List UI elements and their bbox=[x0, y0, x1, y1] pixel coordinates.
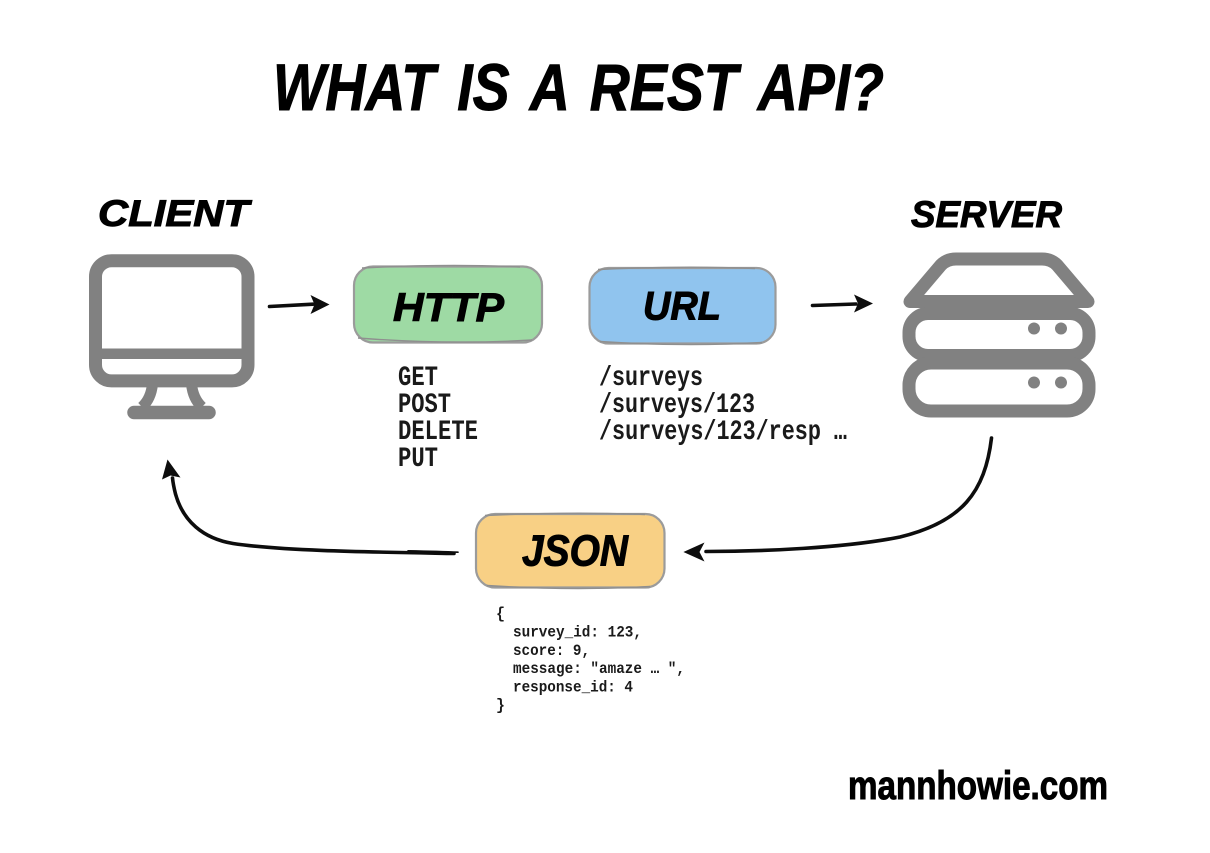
svg-text:HTTP: HTTP bbox=[393, 286, 504, 330]
svg-text:message: "amaze … ",: message: "amaze … ", bbox=[513, 660, 685, 678]
svg-text:JSON: JSON bbox=[522, 527, 629, 576]
svg-text:SERVER: SERVER bbox=[911, 194, 1062, 235]
svg-text:response_id: 4: response_id: 4 bbox=[513, 678, 633, 696]
svg-text:{: { bbox=[496, 605, 505, 623]
svg-text:POST: POST bbox=[398, 390, 451, 421]
svg-text:GET: GET bbox=[398, 363, 438, 394]
svg-text:URL: URL bbox=[643, 285, 721, 329]
svg-text:/surveys/123/resp …: /surveys/123/resp … bbox=[599, 417, 847, 448]
svg-text:/surveys/123: /surveys/123 bbox=[599, 390, 755, 421]
svg-text:CLIENT: CLIENT bbox=[98, 193, 253, 234]
svg-text:mannhowie.com: mannhowie.com bbox=[848, 764, 1108, 808]
svg-text:score: 9,: score: 9, bbox=[513, 642, 590, 660]
svg-text:WHAT IS A REST API?: WHAT IS A REST API? bbox=[273, 50, 884, 124]
svg-text:}: } bbox=[496, 697, 505, 715]
svg-text:PUT: PUT bbox=[398, 444, 438, 475]
svg-text:/surveys: /surveys bbox=[599, 363, 703, 394]
svg-text:DELETE: DELETE bbox=[398, 417, 478, 448]
svg-text:survey_id: 123,: survey_id: 123, bbox=[513, 624, 642, 642]
